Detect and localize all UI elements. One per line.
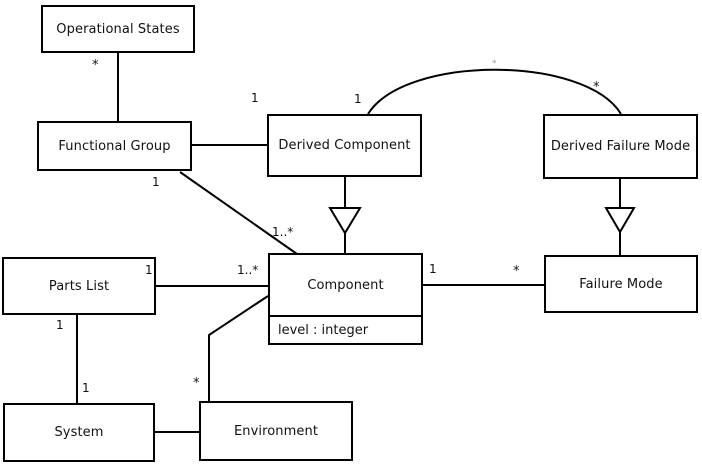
class-name-failure-mode: Failure Mode — [579, 276, 663, 292]
edge-component-environment — [208, 295, 269, 401]
multiplicity-arc-apex: * — [492, 59, 497, 69]
class-name-derived-failure-mode: Derived Failure Mode — [550, 139, 691, 154]
multiplicity-component-failure-mode-far: * — [513, 264, 520, 279]
multiplicity-component-failure-mode-near: 1 — [429, 262, 437, 276]
class-box-parts-list[interactable]: Parts List — [2, 257, 156, 315]
multiplicity-parts-list-component-far: 1..* — [237, 263, 259, 277]
class-box-environment[interactable]: Environment — [199, 401, 353, 461]
class-name-functional-group: Functional Group — [58, 138, 171, 154]
multiplicity-parts-list-component-near: 1 — [145, 263, 153, 277]
class-box-operational-states[interactable]: Operational States — [41, 5, 195, 53]
multiplicity-parts-list-system-near: 1 — [56, 318, 64, 332]
class-attribute-component-level: level : integer — [270, 315, 421, 343]
class-name-component: Component — [307, 277, 384, 293]
multiplicity-derived-component-arc: 1 — [354, 92, 362, 106]
multiplicity-functional-group-derived-component: 1 — [251, 91, 259, 105]
class-box-derived-failure-mode[interactable]: Derived Failure Mode — [543, 114, 698, 179]
class-box-component[interactable]: Component level : integer — [268, 253, 423, 345]
multiplicity-environment-component: * — [193, 376, 200, 391]
class-box-system[interactable]: System — [3, 403, 155, 462]
class-name-derived-component: Derived Component — [278, 138, 411, 153]
edge-derived-component-derived-failure-mode-arc — [367, 68, 622, 115]
class-box-functional-group[interactable]: Functional Group — [37, 121, 192, 171]
class-box-failure-mode[interactable]: Failure Mode — [544, 255, 698, 313]
multiplicity-operational-states-functional-group: * — [92, 58, 99, 73]
generalization-triangle-failure-mode — [604, 207, 636, 234]
class-name-parts-list: Parts List — [48, 278, 110, 294]
class-box-derived-component[interactable]: Derived Component — [267, 114, 422, 177]
multiplicity-functional-group-component-far: 1..* — [272, 225, 294, 239]
class-name-operational-states: Operational States — [56, 21, 180, 37]
class-name-system: System — [54, 425, 104, 440]
multiplicity-parts-list-system-far: 1 — [82, 381, 90, 395]
multiplicity-derived-failure-mode-arc: * — [593, 80, 600, 95]
edge-functional-group-component — [179, 171, 298, 255]
multiplicity-functional-group-component-near: 1 — [152, 175, 160, 189]
generalization-triangle-component — [328, 207, 362, 235]
class-name-environment: Environment — [233, 423, 319, 439]
